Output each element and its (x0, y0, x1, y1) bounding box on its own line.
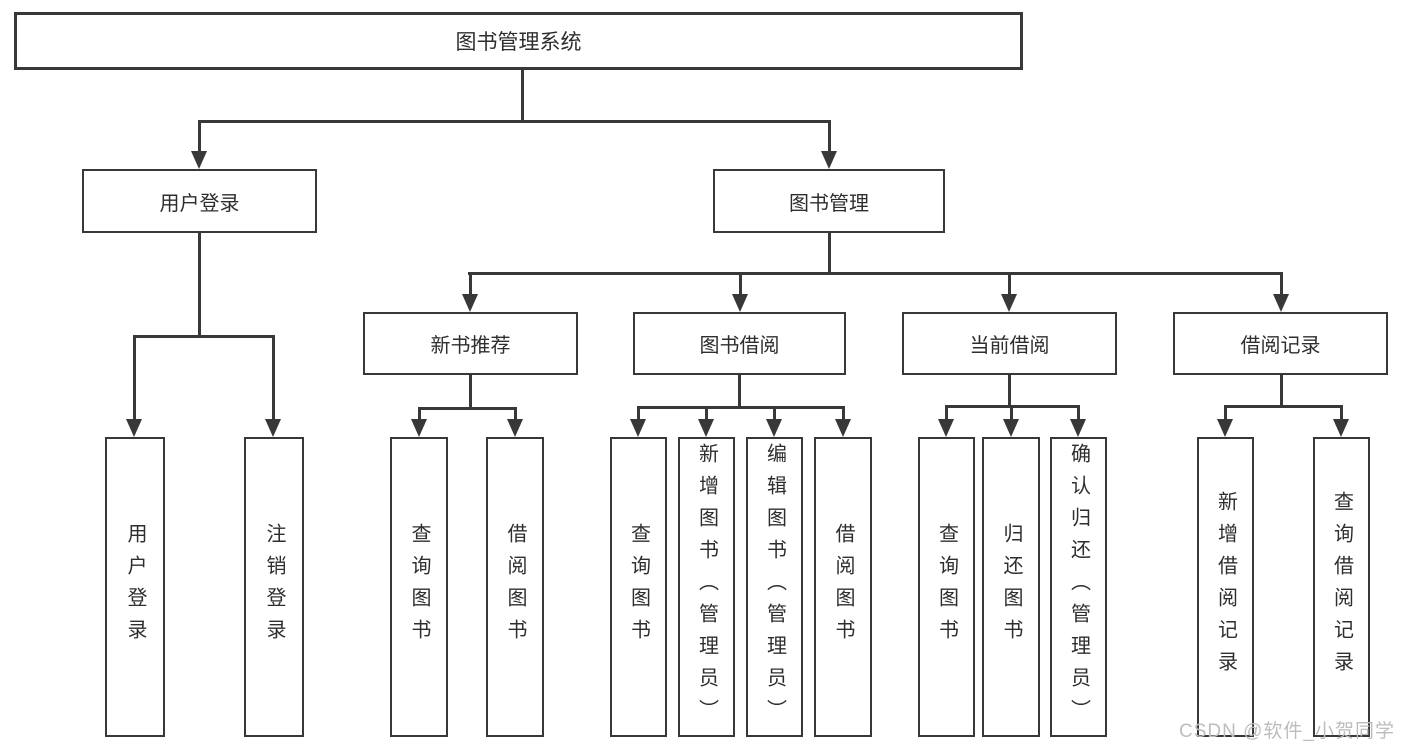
connector-vline (418, 407, 421, 421)
connector-vline (272, 335, 275, 421)
arrow-down-icon (1273, 294, 1289, 312)
connector-vline (773, 406, 776, 421)
connector-vline (842, 406, 845, 421)
leaf-add-book-admin: 新增图书（管理员） (678, 437, 735, 737)
leaf-logout: 注销登录 (244, 437, 304, 737)
connector-vline (828, 233, 831, 274)
connector-hline (198, 120, 831, 123)
node-book-management: 图书管理 (713, 169, 945, 233)
connector-vline (738, 375, 741, 408)
node-root: 图书管理系统 (14, 12, 1023, 70)
leaf-borrow-books-recommend: 借阅图书 (486, 437, 544, 737)
arrow-down-icon (1070, 419, 1086, 437)
arrow-down-icon (191, 151, 207, 169)
leaf-query-borrow-record: 查询借阅记录 (1313, 437, 1370, 737)
node-new-book-recommend: 新书推荐 (363, 312, 578, 375)
watermark: CSDN @软件_小贺同学 (1179, 721, 1395, 742)
connector-vline (198, 233, 201, 335)
node-current-borrow: 当前借阅 (902, 312, 1117, 375)
arrow-down-icon (462, 294, 478, 312)
arrow-down-icon (507, 419, 523, 437)
arrow-down-icon (1333, 419, 1349, 437)
connector-vline (1280, 375, 1283, 407)
connector-vline (469, 375, 472, 409)
arrow-down-icon (732, 294, 748, 312)
connector-hline (468, 272, 1282, 275)
leaf-query-books-borrow: 查询图书 (610, 437, 667, 737)
connector-vline (1077, 405, 1080, 421)
connector-vline (705, 406, 708, 421)
connector-vline (521, 70, 524, 120)
leaf-user-login: 用户登录 (105, 437, 165, 737)
connector-vline (1280, 272, 1283, 296)
connector-hline (418, 407, 517, 410)
arrow-down-icon (411, 419, 427, 437)
arrow-down-icon (938, 419, 954, 437)
connector-vline (1008, 272, 1011, 296)
leaf-query-books-current: 查询图书 (918, 437, 975, 737)
arrow-down-icon (265, 419, 281, 437)
node-borrow-records: 借阅记录 (1173, 312, 1388, 375)
connector-hline (637, 406, 845, 409)
connector-vline (133, 335, 136, 421)
connector-vline (198, 120, 201, 152)
connector-vline (469, 272, 472, 296)
connector-vline (1224, 405, 1227, 421)
leaf-borrow-books: 借阅图书 (814, 437, 872, 737)
arrow-down-icon (821, 151, 837, 169)
leaf-confirm-return-admin: 确认归还（管理员） (1050, 437, 1107, 737)
arrow-down-icon (1217, 419, 1233, 437)
arrow-down-icon (1001, 294, 1017, 312)
connector-vline (514, 407, 517, 421)
node-user-login: 用户登录 (82, 169, 317, 233)
connector-vline (637, 406, 640, 421)
node-book-borrow: 图书借阅 (633, 312, 846, 375)
leaf-add-borrow-record: 新增借阅记录 (1197, 437, 1254, 737)
arrow-down-icon (126, 419, 142, 437)
leaf-edit-book-admin: 编辑图书（管理员） (746, 437, 803, 737)
leaf-return-book: 归还图书 (982, 437, 1040, 737)
arrow-down-icon (698, 419, 714, 437)
connector-hline (133, 335, 275, 338)
arrow-down-icon (630, 419, 646, 437)
connector-vline (828, 120, 831, 152)
connector-vline (1340, 405, 1343, 421)
connector-vline (945, 405, 948, 421)
connector-vline (739, 272, 742, 296)
connector-hline (1224, 405, 1343, 408)
arrow-down-icon (766, 419, 782, 437)
arrow-down-icon (835, 419, 851, 437)
connector-vline (1010, 405, 1013, 421)
connector-vline (1008, 375, 1011, 407)
arrow-down-icon (1003, 419, 1019, 437)
leaf-query-books-recommend: 查询图书 (390, 437, 448, 737)
